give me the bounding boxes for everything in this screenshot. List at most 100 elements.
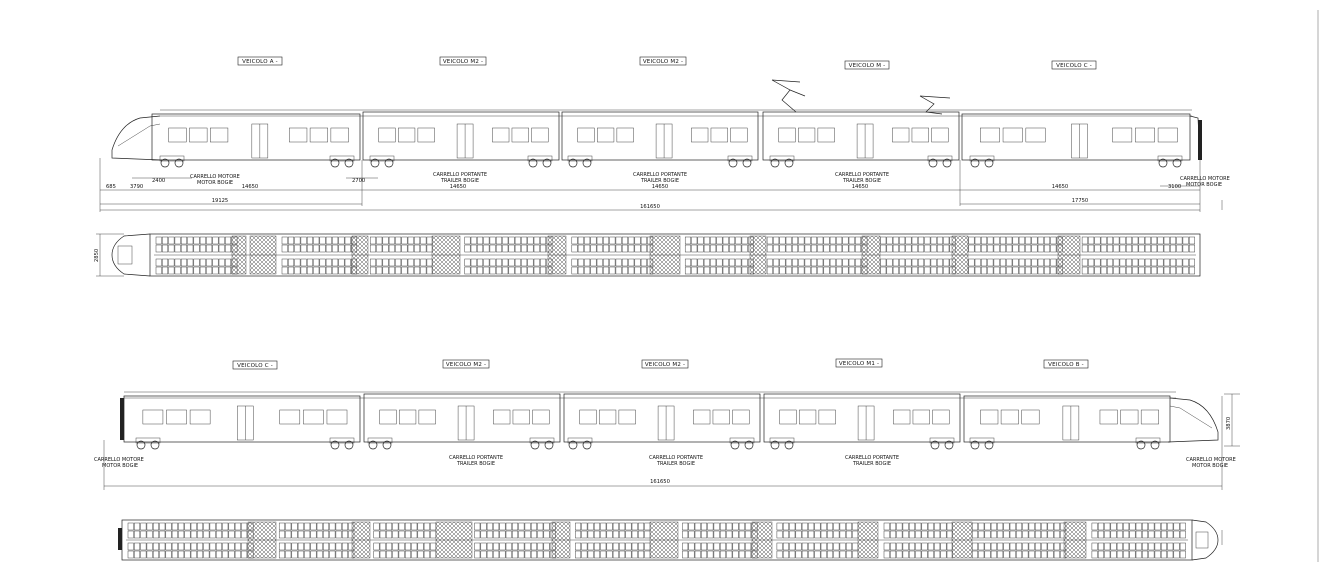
seat	[839, 550, 846, 559]
seat	[726, 522, 733, 531]
seat	[1179, 542, 1186, 551]
svg-text:CARRELLO PORTANTE: CARRELLO PORTANTE	[449, 455, 503, 461]
seat	[1104, 530, 1111, 539]
seat	[1028, 542, 1035, 551]
seat	[845, 550, 852, 559]
seat	[766, 244, 773, 253]
seat	[1135, 550, 1142, 559]
seat	[827, 550, 834, 559]
seat	[971, 522, 978, 531]
seat	[313, 244, 320, 253]
svg-text:TRAILER BOGIE: TRAILER BOGIE	[852, 461, 891, 467]
wheel	[728, 158, 738, 168]
svg-text:MOTOR BOGIE: MOTOR BOGIE	[102, 463, 138, 469]
seat	[493, 522, 500, 531]
seat	[521, 258, 528, 267]
seat	[1107, 244, 1114, 253]
seat	[165, 550, 172, 559]
seat	[1091, 522, 1098, 531]
seat	[1163, 258, 1170, 267]
seat	[1135, 530, 1142, 539]
seat	[152, 542, 159, 551]
seat	[593, 550, 600, 559]
window	[618, 409, 636, 425]
seat	[197, 542, 204, 551]
seat	[417, 522, 424, 531]
seat	[738, 530, 745, 539]
seat	[971, 550, 978, 559]
seat	[335, 522, 342, 531]
seat	[152, 522, 159, 531]
seat	[609, 244, 616, 253]
seat	[1129, 542, 1136, 551]
seat	[697, 266, 704, 275]
seat	[291, 530, 298, 539]
seat	[921, 542, 928, 551]
seat	[940, 550, 947, 559]
seat	[577, 266, 584, 275]
window	[1025, 127, 1046, 143]
seat	[1009, 530, 1016, 539]
seat	[300, 258, 307, 267]
seat	[1173, 550, 1180, 559]
seat	[1018, 266, 1025, 275]
seat	[795, 522, 802, 531]
seat	[190, 522, 197, 531]
seat	[1163, 266, 1170, 275]
seat	[407, 236, 414, 245]
seat	[1100, 236, 1107, 245]
seat	[1160, 550, 1167, 559]
seat	[505, 530, 512, 539]
seat	[209, 542, 216, 551]
seat	[278, 550, 285, 559]
seat	[896, 530, 903, 539]
seat	[159, 530, 166, 539]
seat	[209, 522, 216, 531]
seat	[808, 530, 815, 539]
seat	[171, 550, 178, 559]
seat	[713, 522, 720, 531]
seat	[1053, 550, 1060, 559]
seat	[234, 530, 241, 539]
seat	[474, 530, 481, 539]
seat	[480, 530, 487, 539]
seat	[745, 530, 752, 539]
seat	[836, 258, 843, 267]
seat	[738, 550, 745, 559]
seat	[1097, 542, 1104, 551]
seat	[1119, 244, 1126, 253]
wheel	[368, 440, 378, 450]
seat	[729, 244, 736, 253]
seat	[1022, 550, 1029, 559]
seat	[411, 530, 418, 539]
seat	[527, 236, 534, 245]
seat	[1047, 542, 1054, 551]
seat	[417, 530, 424, 539]
seat	[638, 530, 645, 539]
seat	[199, 266, 206, 275]
seat	[184, 522, 191, 531]
seat	[1041, 550, 1048, 559]
seat	[1110, 522, 1117, 531]
seat	[281, 244, 288, 253]
seat	[414, 244, 421, 253]
window	[980, 127, 1000, 143]
seat	[310, 550, 317, 559]
seat	[883, 530, 890, 539]
top-vehicle-label-4: VEICOLO M -	[844, 60, 890, 70]
seat	[518, 530, 525, 539]
seat	[527, 244, 534, 253]
seat	[600, 550, 607, 559]
window	[379, 409, 397, 425]
seat	[829, 236, 836, 245]
seat	[934, 550, 941, 559]
seat	[127, 542, 134, 551]
seat	[304, 530, 311, 539]
seat	[285, 522, 292, 531]
svg-text:CARRELLO MOTORE: CARRELLO MOTORE	[94, 457, 144, 463]
seat	[924, 258, 931, 267]
seat	[540, 266, 547, 275]
seat	[703, 244, 710, 253]
seat	[291, 522, 298, 531]
seat	[215, 522, 222, 531]
